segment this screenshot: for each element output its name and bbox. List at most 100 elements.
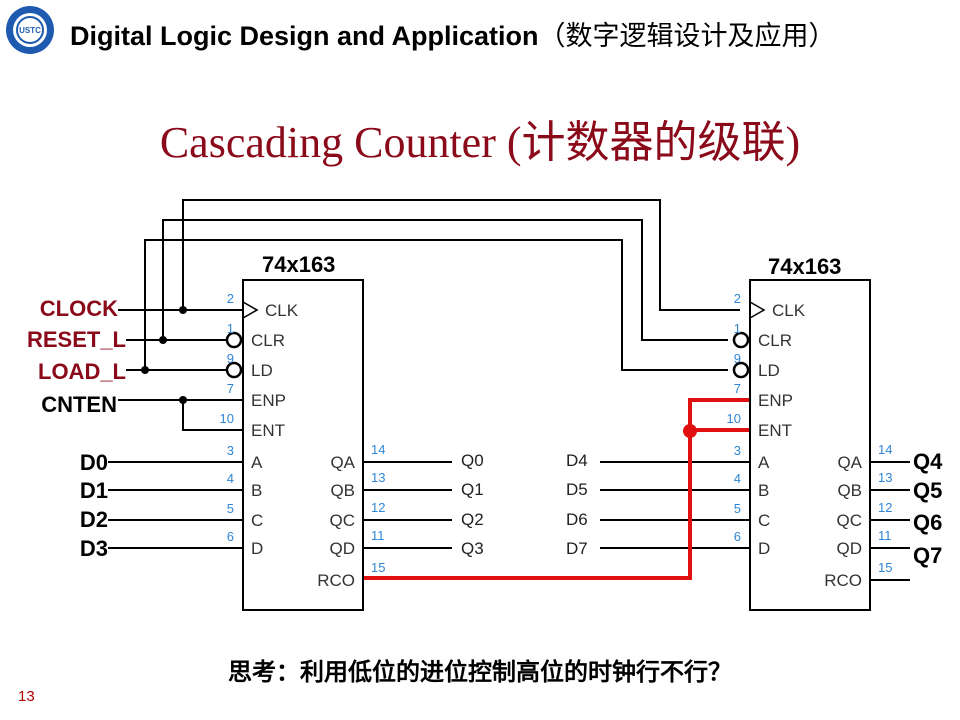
carry-wires	[363, 398, 750, 580]
pin-number: 4	[734, 471, 741, 486]
pin-number: 7	[227, 381, 234, 396]
load-junction-dot	[141, 366, 149, 374]
pin-number: 15	[878, 560, 892, 575]
ld-bubble-icon	[732, 361, 750, 379]
junction-dots	[141, 306, 187, 404]
rco-carry-wire	[363, 398, 750, 580]
pin-label: ENT	[758, 421, 792, 440]
signal-d2: D2	[80, 507, 108, 532]
header-title: Digital Logic Design and Application（数字逻…	[70, 14, 836, 53]
cnten-ent-wire	[182, 400, 243, 431]
pin-label: QC	[330, 511, 356, 530]
signal-q2: Q2	[461, 510, 484, 529]
pin-label: D	[758, 539, 770, 558]
reset-junction-dot	[159, 336, 167, 344]
reset-feedback-wire	[162, 219, 728, 341]
pin-number: 1	[227, 321, 234, 336]
signal-q1: Q1	[461, 480, 484, 499]
pin-label: CLR	[251, 331, 285, 350]
pin-label: C	[251, 511, 263, 530]
pin-number: 14	[878, 442, 892, 457]
signal-d6: D6	[566, 510, 588, 529]
signal-d4: D4	[566, 451, 588, 470]
signal-q4: Q4	[913, 449, 943, 474]
pin-label: RCO	[824, 571, 862, 590]
pin-label: A	[251, 453, 263, 472]
university-logo-icon: USTC	[6, 6, 54, 54]
pin-number: 4	[227, 471, 234, 486]
pin-number: 2	[734, 291, 741, 306]
pin-number: 13	[878, 470, 892, 485]
signal-cnten: CNTEN	[41, 392, 117, 417]
pin-label: D	[251, 539, 263, 558]
signal-q7: Q7	[913, 543, 942, 568]
pin-number: 11	[878, 528, 892, 543]
pin-number: 9	[734, 351, 741, 366]
pin-label: LD	[251, 361, 273, 380]
pin-number: 10	[727, 411, 741, 426]
ld-bubble-icon	[225, 361, 243, 379]
signal-load: LOAD_L	[38, 359, 126, 384]
pin-label: ENP	[758, 391, 793, 410]
pin-number: 2	[227, 291, 234, 306]
pin-number: 6	[227, 529, 234, 544]
pin-label: QC	[837, 511, 863, 530]
pin-label: CLK	[265, 301, 299, 320]
clk-triangle-icon	[242, 301, 259, 319]
chip-high-pins: 2CLK1CLR9LD7ENP10ENT3A4B5C6D14QA13QB12QC…	[727, 291, 893, 590]
carry-junction-dot	[683, 424, 697, 438]
signal-q6: Q6	[913, 510, 942, 535]
clr-bubble-icon	[732, 331, 750, 349]
course-title-cn: （数字逻辑设计及应用）	[538, 21, 836, 52]
signal-reset: RESET_L	[27, 327, 126, 352]
pin-label: CLR	[758, 331, 792, 350]
pin-label: QA	[837, 453, 862, 472]
pin-label: C	[758, 511, 770, 530]
signal-d7: D7	[566, 539, 588, 558]
pin-number: 1	[734, 321, 741, 336]
pin-label: CLK	[772, 301, 806, 320]
signal-d0: D0	[80, 450, 108, 475]
counter-chip-high: 74x163 2CLK1CLR9LD7ENP10ENT3A4B5C6D14QA1…	[727, 254, 893, 611]
discussion-question: 思考：利用低位的进位控制高位的时钟行不行？	[228, 658, 732, 686]
signal-q3: Q3	[461, 539, 484, 558]
page-number: 13	[18, 688, 35, 705]
pin-label: QB	[837, 481, 862, 500]
slide-title: Cascading Counter (计数器的级联)	[159, 118, 801, 167]
pin-number: 5	[734, 501, 741, 516]
pin-number: 6	[734, 529, 741, 544]
mid-signal-labels: Q0 Q1 Q2 Q3 D4 D5 D6 D7	[461, 451, 588, 558]
chip-high-name: 74x163	[768, 254, 841, 279]
pin-number: 10	[220, 411, 234, 426]
counter-chip-low: 74x163 2CLK1CLR9LD7ENP10ENT3A4B5C6D14QA1…	[220, 252, 386, 611]
data-signal-labels: D0 D1 D2 D3 Q4 Q5 Q6 Q7	[80, 449, 943, 568]
pin-number: 9	[227, 351, 234, 366]
pin-number: 14	[371, 442, 385, 457]
pin-number: 5	[227, 501, 234, 516]
pin-number: 3	[227, 443, 234, 458]
pin-label: A	[758, 453, 770, 472]
signal-d1: D1	[80, 478, 108, 503]
chip-low-name: 74x163	[262, 252, 335, 277]
clr-bubble-icon	[225, 331, 243, 349]
pin-number: 11	[371, 528, 385, 543]
chip-low-pins: 2CLK1CLR9LD7ENP10ENT3A4B5C6D14QA13QB12QC…	[220, 291, 386, 590]
pin-label: QA	[330, 453, 355, 472]
pin-number: 3	[734, 443, 741, 458]
pin-label: QD	[837, 539, 863, 558]
pin-number: 12	[878, 500, 892, 515]
signal-clock: CLOCK	[40, 296, 118, 321]
clk-triangle-icon	[749, 301, 766, 319]
load-feedback-wire	[144, 239, 728, 371]
pin-label: B	[251, 481, 262, 500]
signal-q0: Q0	[461, 451, 484, 470]
pin-label: ENT	[251, 421, 285, 440]
pin-label: QD	[330, 539, 356, 558]
cnten-junction-dot	[179, 396, 187, 404]
control-signal-labels: CLOCK RESET_L LOAD_L	[27, 296, 126, 384]
pin-number: 13	[371, 470, 385, 485]
pin-label: B	[758, 481, 769, 500]
logo-text: USTC	[19, 26, 41, 35]
